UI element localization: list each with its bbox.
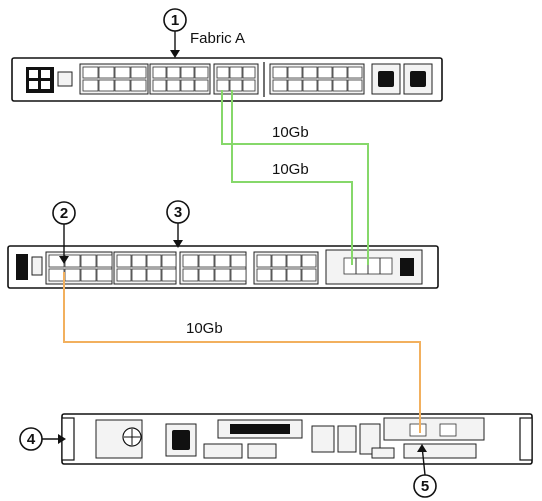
fabric-extender: [7, 245, 439, 289]
callout-1-number: 1: [171, 12, 179, 29]
port-cell: [230, 268, 247, 282]
callout-1: 1: [163, 8, 187, 58]
port-cell: [256, 254, 272, 268]
server-link-line: [63, 272, 421, 433]
port-cell: [302, 79, 318, 92]
callout-4: 4: [19, 427, 66, 451]
port-cell: [317, 79, 333, 92]
port-cell: [286, 254, 302, 268]
port-cell: [194, 66, 209, 79]
port-cell: [301, 268, 317, 282]
link-label-top-2: 10Gb: [272, 161, 309, 178]
link-label-server: 10Gb: [186, 320, 223, 337]
port-cell: [161, 268, 177, 282]
callout-5: 5: [413, 444, 437, 498]
port-cell: [229, 79, 243, 92]
callout-4-number: 4: [27, 431, 36, 448]
port-cell: [216, 66, 230, 79]
port-cell: [82, 79, 99, 92]
rack-server: [61, 413, 533, 465]
port-cell: [347, 66, 363, 79]
callout-2-number: 2: [60, 205, 68, 222]
port-cell: [287, 66, 303, 79]
port-cell: [161, 254, 177, 268]
port-cell: [152, 66, 167, 79]
port-cell: [332, 66, 348, 79]
port-cell: [271, 268, 287, 282]
fabric-link-2: [231, 90, 353, 265]
server-link: [63, 272, 421, 433]
port-cell: [116, 254, 132, 268]
fabric-links: [221, 90, 369, 265]
port-cell: [64, 268, 81, 282]
port-cell: [194, 79, 209, 92]
port-cell: [272, 66, 288, 79]
link-label-top-1: 10Gb: [272, 124, 309, 141]
port-cell: [131, 254, 147, 268]
port-cell: [256, 268, 272, 282]
port-cell: [287, 79, 303, 92]
callout-3: 3: [166, 200, 190, 248]
port-cell: [146, 268, 162, 282]
port-cell: [80, 254, 97, 268]
port-cell: [114, 66, 131, 79]
port-cell: [116, 268, 132, 282]
port-cell: [146, 254, 162, 268]
port-cell: [182, 268, 199, 282]
port-cell: [131, 268, 147, 282]
port-cell: [302, 66, 318, 79]
port-cell: [114, 79, 131, 92]
port-cell: [301, 254, 317, 268]
port-cell: [180, 79, 195, 92]
callout-3-number: 3: [174, 204, 182, 221]
callout-2: 2: [52, 201, 76, 264]
port-cell: [242, 66, 256, 79]
port-cell: [80, 268, 97, 282]
port-cell: [242, 79, 256, 92]
port-cell: [272, 79, 288, 92]
port-cell: [230, 254, 247, 268]
port-cell: [48, 268, 65, 282]
fabric-link-1: [221, 90, 369, 265]
port-cell: [166, 79, 181, 92]
port-cell: [130, 66, 147, 79]
port-cell: [98, 79, 115, 92]
port-cell: [130, 79, 147, 92]
port-cell: [166, 66, 181, 79]
port-cell: [214, 268, 231, 282]
port-cell: [198, 254, 215, 268]
port-cell: [216, 79, 230, 92]
port-cell: [152, 79, 167, 92]
port-cell: [347, 79, 363, 92]
port-cell: [229, 66, 243, 79]
port-cell: [180, 66, 195, 79]
port-cell: [96, 254, 113, 268]
fabric-interconnect: [11, 57, 443, 102]
port-cell: [214, 254, 231, 268]
callout-5-number: 5: [421, 478, 429, 495]
port-cell: [332, 79, 348, 92]
port-cell: [182, 254, 199, 268]
port-cell: [286, 268, 302, 282]
port-cell: [271, 254, 287, 268]
port-cell: [317, 66, 333, 79]
port-cell: [98, 66, 115, 79]
fabric-label: Fabric A: [190, 30, 245, 47]
port-cell: [82, 66, 99, 79]
port-cell: [198, 268, 215, 282]
port-cell: [96, 268, 113, 282]
